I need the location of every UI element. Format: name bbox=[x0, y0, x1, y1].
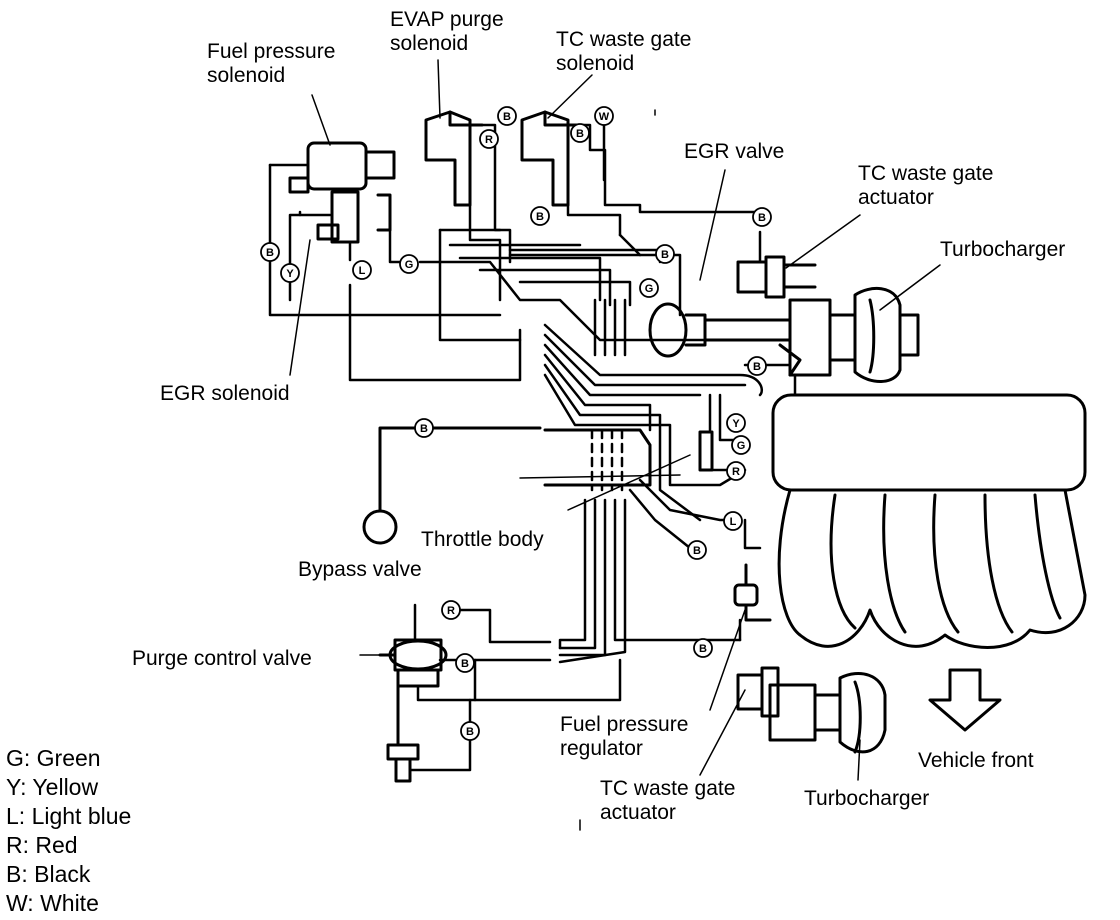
label-tc-waste-gate-actuator-bottom-line1: TC waste gate bbox=[600, 777, 736, 800]
bypass-valve-shape bbox=[362, 509, 398, 545]
tag-w-1: W bbox=[594, 106, 614, 126]
label-egr-valve: EGR valve bbox=[684, 140, 785, 163]
tag-r-3: R bbox=[441, 600, 461, 620]
svg-text:R: R bbox=[447, 605, 455, 617]
svg-text:Y: Y bbox=[286, 268, 294, 280]
svg-text:W: W bbox=[599, 111, 610, 123]
svg-text:B: B bbox=[753, 361, 761, 373]
tag-b-2: B bbox=[570, 123, 590, 143]
tag-r-1: R bbox=[479, 129, 499, 149]
svg-text:G: G bbox=[737, 440, 746, 452]
label-tc-waste-gate-solenoid-line2: solenoid bbox=[556, 52, 635, 75]
label-evap-purge-solenoid-line1: EVAP purge bbox=[390, 8, 504, 31]
tag-l-2: L bbox=[723, 511, 743, 531]
tag-b-4: B bbox=[752, 207, 772, 227]
label-fuel-pressure-regulator-line2: regulator bbox=[560, 737, 643, 760]
label-fuel-pressure-solenoid-line1: Fuel pressure bbox=[207, 40, 336, 63]
svg-text:Y: Y bbox=[732, 418, 740, 430]
tag-l-1: L bbox=[352, 260, 372, 280]
tag-b-3: B bbox=[530, 206, 550, 226]
legend-item-red: R: Red bbox=[6, 832, 78, 858]
egr-solenoid-shape bbox=[316, 190, 392, 244]
svg-text:B: B bbox=[758, 212, 766, 224]
fuel-pressure-solenoid-shape bbox=[288, 141, 396, 194]
svg-text:L: L bbox=[359, 265, 366, 277]
legend-item-yellow: Y: Yellow bbox=[6, 774, 99, 800]
label-fuel-pressure-regulator-line1: Fuel pressure bbox=[560, 713, 689, 736]
svg-text:R: R bbox=[732, 466, 740, 478]
tag-r-2: R bbox=[726, 461, 746, 481]
legend-item-black: B: Black bbox=[6, 861, 91, 887]
label-evap-purge-solenoid: EVAP purge solenoid bbox=[390, 8, 504, 56]
label-tc-waste-gate-solenoid: TC waste gate solenoid bbox=[556, 28, 691, 76]
turbocharger-top-shape bbox=[778, 286, 920, 383]
tag-y-1: Y bbox=[280, 263, 300, 283]
fuel-pressure-regulator-shape bbox=[733, 563, 772, 622]
label-tc-waste-gate-actuator-bottom-line2: actuator bbox=[600, 801, 676, 824]
tc-waste-gate-actuator-bottom-shape bbox=[736, 666, 780, 718]
tag-b-1: B bbox=[497, 106, 517, 126]
svg-text:G: G bbox=[645, 283, 654, 295]
svg-text:R: R bbox=[485, 134, 493, 146]
tc-waste-gate-actuator-top-shape bbox=[736, 255, 817, 299]
tag-b-9: B bbox=[687, 540, 707, 560]
svg-text:B: B bbox=[503, 111, 511, 123]
legend-item-light-blue: L: Light blue bbox=[6, 803, 132, 829]
tc-waste-gate-solenoid-shape bbox=[520, 110, 580, 207]
vehicle-front-arrow bbox=[928, 668, 1002, 732]
label-tc-waste-gate-actuator-top-line2: actuator bbox=[858, 186, 934, 209]
label-egr-solenoid: EGR solenoid bbox=[160, 382, 290, 405]
intake-manifold bbox=[771, 393, 1087, 649]
evap-purge-solenoid-shape bbox=[424, 110, 484, 207]
tag-g-1: G bbox=[639, 278, 659, 298]
svg-text:B: B bbox=[693, 545, 701, 557]
svg-text:B: B bbox=[461, 658, 469, 670]
svg-text:B: B bbox=[536, 211, 544, 223]
label-vehicle-front: Vehicle front bbox=[918, 749, 1034, 772]
label-turbocharger-bottom: Turbocharger bbox=[804, 787, 930, 810]
svg-text:B: B bbox=[466, 726, 474, 738]
label-throttle-body: Throttle body bbox=[421, 528, 544, 551]
svg-text:B: B bbox=[661, 249, 669, 261]
tag-b-12: B bbox=[693, 638, 713, 658]
label-fuel-pressure-regulator: Fuel pressure regulator bbox=[560, 713, 688, 761]
svg-text:B: B bbox=[576, 128, 584, 140]
tag-g-3: G bbox=[731, 435, 751, 455]
tag-b-5: B bbox=[655, 244, 675, 264]
label-tc-waste-gate-actuator-top-line1: TC waste gate bbox=[858, 162, 994, 185]
svg-text:B: B bbox=[420, 423, 428, 435]
leader-lines bbox=[289, 59, 941, 831]
label-turbocharger-top: Turbocharger bbox=[940, 238, 1066, 261]
tag-b-10: B bbox=[455, 653, 475, 673]
svg-text:B: B bbox=[699, 643, 707, 655]
label-bypass-valve: Bypass valve bbox=[298, 558, 422, 581]
tag-y-2: Y bbox=[726, 413, 746, 433]
legend-item-white: W: White bbox=[6, 890, 99, 916]
turbocharger-bottom-shape bbox=[768, 672, 887, 754]
legend-item-green: G: Green bbox=[6, 745, 101, 771]
svg-text:L: L bbox=[730, 516, 737, 528]
hose-tags: B R W B B B B G G B Y L B Y G R B L B R … bbox=[260, 106, 772, 741]
label-tc-waste-gate-solenoid-line1: TC waste gate bbox=[556, 28, 692, 51]
label-purge-control-valve: Purge control valve bbox=[132, 647, 312, 670]
label-fuel-pressure-solenoid: Fuel pressure solenoid bbox=[207, 40, 335, 88]
egr-valve-shape bbox=[648, 302, 792, 358]
svg-text:G: G bbox=[405, 259, 414, 271]
tag-b-7: B bbox=[747, 356, 767, 376]
svg-text:B: B bbox=[266, 247, 274, 259]
tag-g-2: G bbox=[399, 254, 419, 274]
tag-b-11: B bbox=[460, 721, 480, 741]
label-tc-waste-gate-actuator-top: TC waste gate actuator bbox=[858, 162, 993, 210]
color-legend: G: Green Y: Yellow L: Light blue R: Red … bbox=[6, 744, 131, 918]
label-tc-waste-gate-actuator-bottom: TC waste gate actuator bbox=[600, 777, 735, 825]
tag-b-8: B bbox=[414, 418, 434, 438]
tag-b-6: B bbox=[260, 242, 280, 262]
purge-control-valve-shape bbox=[378, 638, 448, 783]
label-fuel-pressure-solenoid-line2: solenoid bbox=[207, 64, 286, 87]
label-evap-purge-solenoid-line2: solenoid bbox=[390, 32, 469, 55]
